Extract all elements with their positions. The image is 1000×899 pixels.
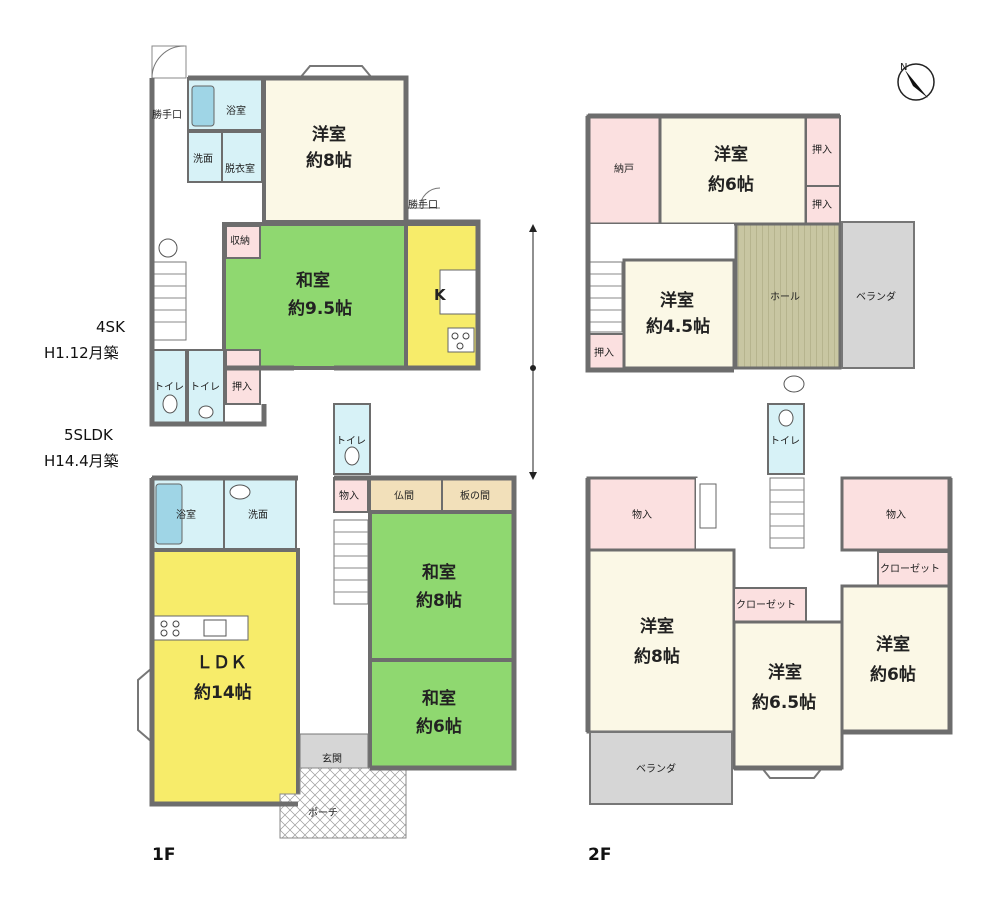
western-4-5-name: 洋室 bbox=[660, 290, 694, 311]
hall bbox=[734, 222, 842, 370]
toilet-a-label: トイレ bbox=[154, 382, 184, 393]
corridor-2f-top bbox=[588, 224, 734, 260]
bathtub-top bbox=[191, 85, 215, 127]
japanese-6 bbox=[368, 658, 516, 770]
japanese-9-5 bbox=[222, 222, 408, 370]
western-8-2f-name: 洋室 bbox=[640, 616, 674, 637]
porch-label: ポーチ bbox=[308, 807, 338, 819]
japanese-9-5-name: 和室 bbox=[296, 270, 330, 291]
closet-2 bbox=[805, 185, 841, 225]
floor-label-1f: 1F bbox=[152, 845, 175, 865]
toilet-b-label: トイレ bbox=[190, 382, 220, 393]
veranda-2 bbox=[589, 731, 733, 805]
storage-2f-2 bbox=[840, 476, 952, 552]
corridor-link bbox=[296, 370, 332, 482]
butsuma-label: 仏間 bbox=[394, 490, 414, 502]
storage-b bbox=[333, 477, 369, 513]
western-4-5 bbox=[622, 258, 736, 370]
western-6a-name: 洋室 bbox=[714, 144, 748, 165]
japanese-8-size: 約8帖 bbox=[416, 590, 462, 611]
dimension-marker bbox=[529, 224, 537, 480]
closet-w1 bbox=[733, 587, 807, 623]
western-6b-size: 約6帖 bbox=[870, 664, 916, 685]
corridor-2f-mid bbox=[736, 370, 768, 478]
toilet-c-label: トイレ bbox=[336, 436, 366, 447]
closet-w2-label: クローゼット bbox=[880, 563, 940, 575]
closet-a-label: 押入 bbox=[232, 380, 252, 393]
bath-top-label: 浴室 bbox=[226, 104, 246, 117]
entrance-label: 玄関 bbox=[322, 752, 342, 765]
western-8-1f-name: 洋室 bbox=[312, 124, 346, 145]
storage-2f-1-label: 物入 bbox=[632, 508, 652, 521]
closet-2-label: 押入 bbox=[812, 198, 832, 211]
japanese-9-5-size: 約9.5帖 bbox=[288, 298, 352, 319]
old-layout: 4SK bbox=[96, 318, 126, 336]
closet-1-label: 押入 bbox=[812, 143, 832, 156]
japanese-8-name: 和室 bbox=[422, 562, 456, 583]
closet-w2 bbox=[877, 551, 951, 587]
ldk-size: 約14帖 bbox=[194, 682, 252, 703]
western-6-5-size: 約6.5帖 bbox=[752, 692, 816, 713]
ldk-name: ＬＤＫ bbox=[196, 653, 247, 673]
closet-w1-label: クローゼット bbox=[736, 599, 796, 611]
japanese-6-name: 和室 bbox=[422, 688, 456, 709]
western-6-5-name: 洋室 bbox=[768, 662, 802, 683]
corridor-new-1f bbox=[300, 478, 368, 734]
kitchen-label: K bbox=[434, 286, 447, 304]
compass: N bbox=[897, 62, 935, 101]
new-built: H14.4月築 bbox=[44, 452, 119, 470]
western-8-1f bbox=[262, 76, 408, 224]
ldk bbox=[150, 548, 300, 806]
western-6-5 bbox=[732, 620, 844, 770]
dressing-label: 脱衣室 bbox=[225, 162, 255, 175]
western-6b-name: 洋室 bbox=[876, 634, 910, 655]
stairs-1f-new bbox=[333, 519, 369, 605]
western-8-1f-size: 約8帖 bbox=[306, 150, 352, 171]
western-4-5-size: 約4.5帖 bbox=[646, 316, 710, 337]
toilet-2f-label: トイレ bbox=[770, 436, 800, 447]
storage-b-label: 物入 bbox=[339, 489, 359, 502]
itanoma bbox=[441, 477, 515, 513]
western-6a bbox=[658, 114, 808, 226]
old-built: H1.12月築 bbox=[44, 344, 119, 362]
wash-top bbox=[187, 131, 223, 183]
western-6a-size: 約6帖 bbox=[708, 174, 754, 195]
western-8-2f-size: 約8帖 bbox=[634, 646, 680, 667]
katteguchi-k: 勝手口 bbox=[408, 198, 438, 211]
floor-label-2f: 2F bbox=[588, 845, 611, 865]
japanese-6-size: 約6帖 bbox=[416, 716, 462, 737]
storage-2f-2-label: 物入 bbox=[886, 508, 906, 521]
wash-top-label: 洗面 bbox=[193, 153, 213, 165]
veranda-2-label: ベランダ bbox=[636, 762, 676, 775]
katteguchi-top: 勝手口 bbox=[152, 108, 182, 121]
hall-label: ホール bbox=[770, 291, 800, 303]
first-floor bbox=[137, 45, 517, 839]
veranda-1-label: ベランダ bbox=[856, 290, 896, 303]
japanese-8 bbox=[368, 510, 516, 662]
nando-label: 納戸 bbox=[614, 162, 634, 175]
itanoma-label: 板の間 bbox=[460, 489, 490, 502]
second-floor bbox=[585, 113, 953, 805]
bath-b-label: 浴室 bbox=[176, 508, 196, 521]
door-top bbox=[151, 45, 187, 79]
compass-north: N bbox=[900, 62, 907, 73]
new-layout: 5SLDK bbox=[64, 426, 114, 444]
western-6b bbox=[840, 584, 952, 734]
storage-1f-label: 収納 bbox=[230, 234, 250, 247]
veranda-1 bbox=[841, 221, 915, 369]
closet-3-label: 押入 bbox=[594, 346, 614, 359]
dressing-room bbox=[221, 131, 263, 183]
wash-b-label: 洗面 bbox=[248, 509, 268, 521]
western-8-2f bbox=[586, 548, 736, 734]
stairs-1f-old bbox=[151, 261, 187, 341]
